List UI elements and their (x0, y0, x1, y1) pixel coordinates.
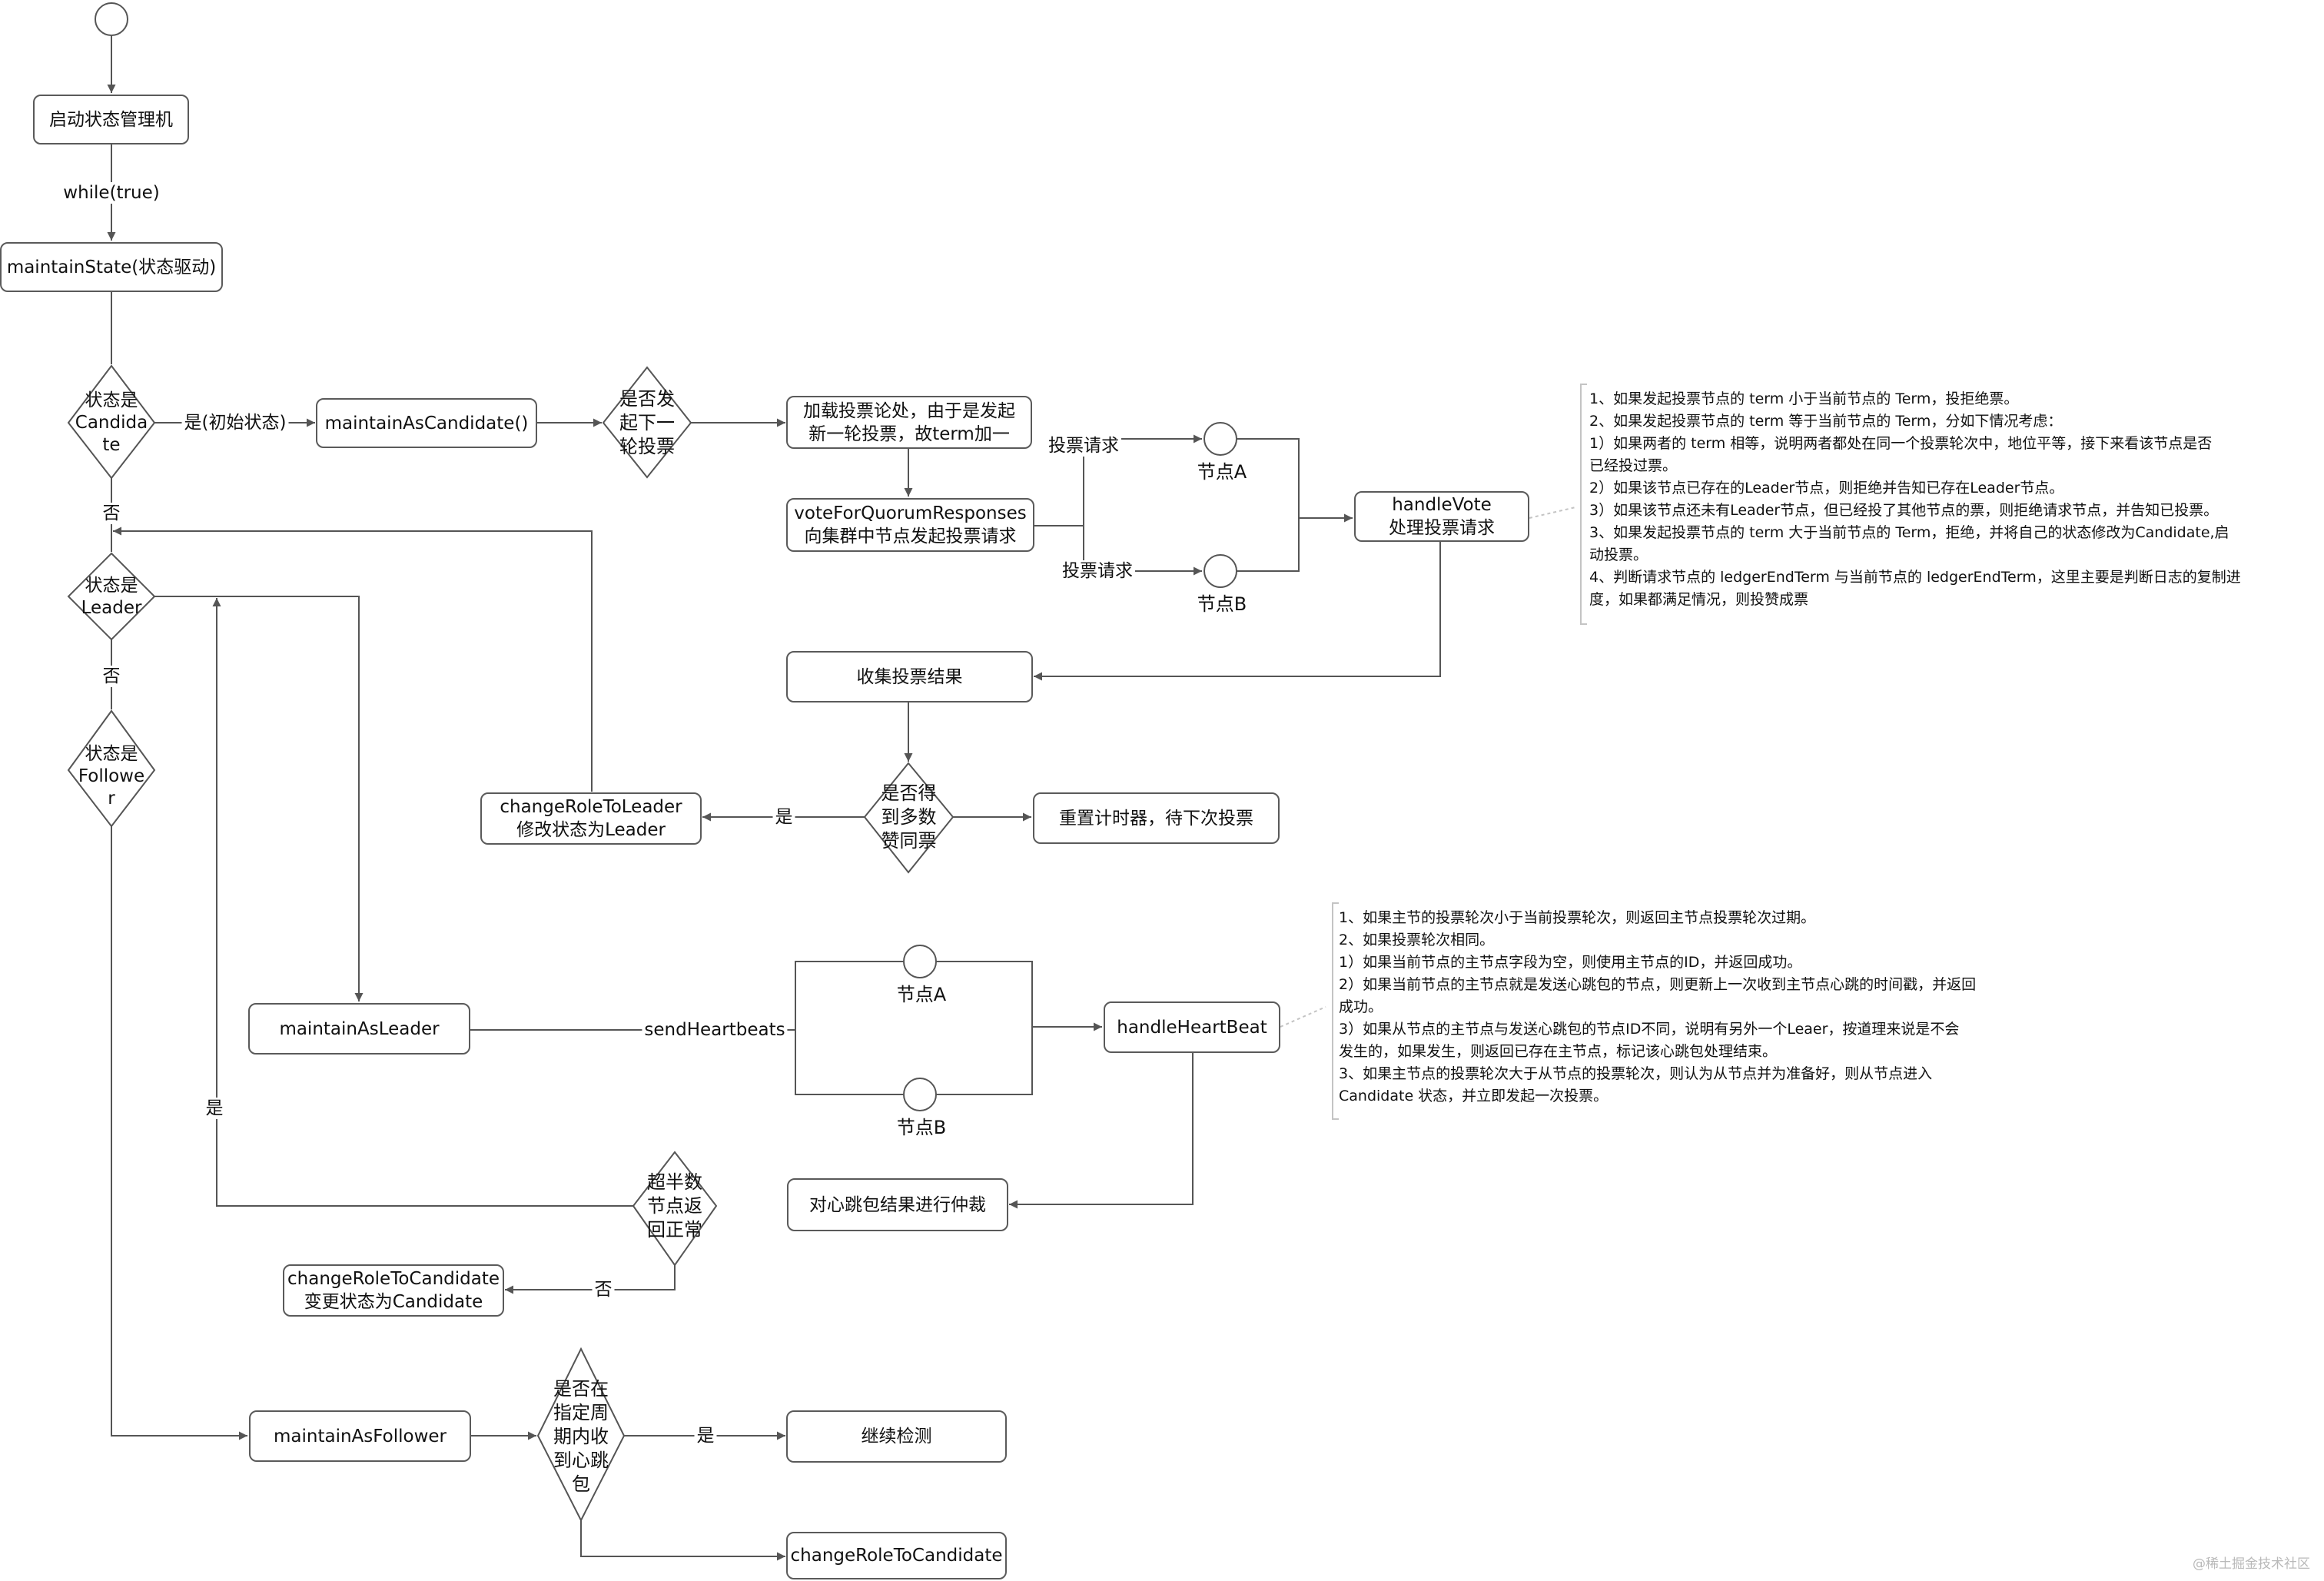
maintain-as-follower-box: maintainAsFollower (249, 1410, 471, 1462)
yes-follower-label: 是 (694, 1425, 717, 1446)
watermark: @稀土掘金技术社区 (2193, 1556, 2310, 1572)
maintain-as-leader-box: maintainAsLeader (248, 1003, 470, 1055)
half-nodes-ok-text: 超半数 节点返 回正常 (647, 1171, 702, 1241)
hb-note-bracket (1332, 902, 1339, 1120)
is-follower-text: 状态是 Followe r (78, 743, 145, 809)
change-to-candidate-box: changeRoleToCandidate (786, 1532, 1007, 1579)
handle-heartbeat-box: handleHeartBeat (1104, 1001, 1280, 1053)
vote-node-a-circle (1204, 422, 1237, 456)
vote-node-b-circle (1204, 554, 1237, 588)
is-leader-text: 状态是 Leader (81, 576, 142, 618)
yes-leader-change-label: 是 (772, 806, 795, 828)
no-half-label: 否 (592, 1279, 615, 1300)
continue-check-box: 继续检测 (786, 1410, 1007, 1463)
send-heartbeats-label: sendHeartbeats (642, 1019, 788, 1041)
handle-vote-box: handleVote 处理投票请求 (1354, 491, 1529, 542)
majority-votes-text: 是否得 到多数 赞同票 (881, 782, 937, 852)
collect-results-box: 收集投票结果 (786, 651, 1033, 702)
start-circle (95, 2, 128, 36)
no-leader-label: 否 (100, 666, 123, 687)
vote-rules-note: 1、如果发起投票节点的 term 小于当前节点的 Term，投拒绝票。 2、如果… (1589, 390, 2241, 608)
hb-note-connector (1280, 1006, 1326, 1028)
reset-timer-box: 重置计时器，待下次投票 (1033, 792, 1280, 844)
next-round-text: 是否发 起下一 轮投票 (619, 387, 675, 457)
vote-node-a-label: 节点A (1197, 461, 1247, 483)
hb-node-b-label: 节点B (896, 1117, 947, 1138)
start-state-machine-box: 启动状态管理机 (33, 95, 189, 144)
load-vote-box: 加载投票论处，由于是发起 新一轮投票，故term加一 (786, 396, 1032, 449)
while-true-label: while(true) (61, 182, 162, 204)
change-to-candidate-cn-box: changeRoleToCandidate 变更状态为Candidate (283, 1264, 504, 1317)
yes-half-label: 是 (203, 1098, 226, 1119)
change-to-leader-box: changeRoleToLeader 修改状态为Leader (480, 792, 702, 845)
vote-note-bracket (1580, 384, 1587, 625)
vote-for-quorum-box: voteForQuorumResponses 向集群中节点发起投票请求 (786, 498, 1034, 552)
maintain-state-box: maintainState(状态驱动) (0, 242, 223, 292)
majority-votes-diamond (863, 762, 954, 874)
vote-request-a-label: 投票请求 (1046, 435, 1121, 457)
vote-node-b-label: 节点B (1197, 593, 1247, 615)
is-candidate-text: 状态是 Candida te (75, 390, 148, 455)
no-candidate-label: 否 (100, 503, 123, 524)
heartbeat-rules-note: 1、如果主节的投票轮次小于当前投票轮次，则返回主节点投票轮次过期。 2、如果投票… (1339, 909, 1977, 1104)
heartbeat-in-period-text: 是否在 指定周 期内收 到心跳 包 (553, 1377, 609, 1495)
hb-node-a-circle (903, 945, 937, 978)
vote-note-connector (1529, 507, 1576, 519)
vote-request-b-label: 投票请求 (1060, 560, 1135, 582)
arbitrate-heartbeat-box: 对心跳包结果进行仲裁 (787, 1178, 1008, 1231)
maintain-as-candidate-box: maintainAsCandidate() (316, 398, 537, 448)
next-round-diamond (602, 366, 692, 479)
hb-node-a-label: 节点A (896, 984, 947, 1005)
yes-initial-label: 是(初始状态) (181, 412, 289, 433)
hb-node-b-circle (903, 1078, 937, 1111)
